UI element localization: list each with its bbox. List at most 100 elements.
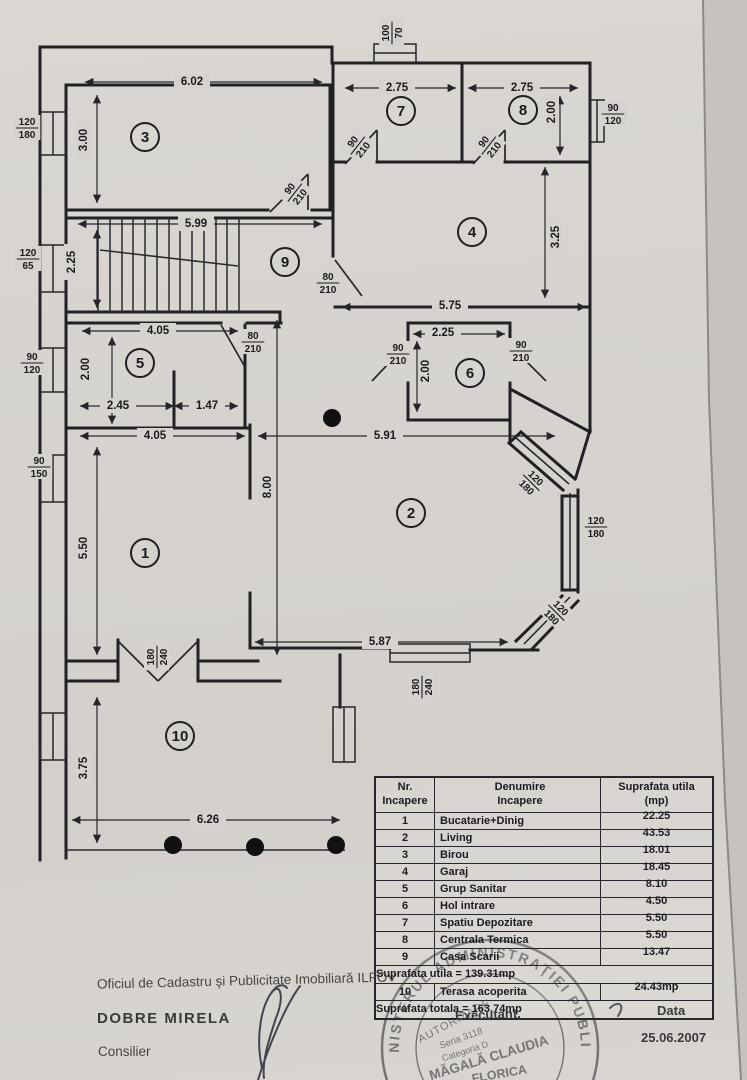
dimension-label: 3.25	[548, 219, 563, 255]
svg-text:3.00: 3.00	[78, 129, 90, 151]
executant-label: Executant,	[454, 1005, 521, 1024]
svg-text:180: 180	[588, 529, 605, 540]
cell-nr: 3	[376, 847, 435, 863]
svg-text:4.05: 4.05	[144, 430, 167, 442]
cell-nr: 7	[376, 915, 435, 931]
svg-text:120: 120	[19, 117, 36, 128]
svg-text:1.47: 1.47	[196, 400, 218, 412]
cell-suprafata: 4.50	[645, 895, 668, 907]
svg-text:90: 90	[515, 340, 527, 351]
dimension-label: 6.26	[190, 812, 226, 827]
svg-text:3.75: 3.75	[78, 756, 90, 779]
svg-text:90: 90	[33, 456, 45, 467]
svg-text:4.05: 4.05	[147, 325, 170, 337]
room-number: 7	[386, 96, 416, 126]
svg-text:6: 6	[466, 365, 474, 382]
dimension-label: 2.25	[425, 325, 461, 340]
cell-nr: 2	[376, 830, 435, 846]
windows	[39, 43, 605, 763]
official-role: Consilier	[98, 1044, 151, 1059]
svg-text:2.75: 2.75	[511, 82, 534, 94]
cell-nr: 6	[376, 898, 435, 914]
cell-denumire: Grup Sanitar	[435, 881, 601, 897]
cell-denumire: Garaj	[435, 864, 601, 880]
svg-text:3: 3	[141, 129, 149, 146]
svg-text:2.45: 2.45	[107, 400, 130, 412]
svg-text:8: 8	[519, 102, 527, 119]
walls	[38, 45, 593, 862]
dimension-label: 2.00	[418, 353, 433, 389]
dimension-label: 6.02	[174, 74, 210, 89]
svg-text:5.91: 5.91	[374, 430, 397, 442]
svg-text:180: 180	[19, 130, 36, 141]
cell-denumire: Hol intrare	[435, 898, 601, 914]
cell-suprafata: 8.10	[645, 878, 668, 890]
dimension-label: 4.05	[137, 428, 173, 443]
cell-nr: 4	[376, 864, 435, 880]
svg-text:120: 120	[605, 116, 622, 127]
svg-text:3.25: 3.25	[550, 225, 562, 248]
svg-text:6.02: 6.02	[181, 76, 203, 88]
cell-nr: 8	[376, 932, 435, 948]
total-row: Suprafata totala = 163.74mp	[376, 1000, 712, 1018]
dimension-label: 2.75	[379, 80, 415, 95]
cell-suprafata: 24.43mp	[634, 981, 679, 993]
svg-text:70: 70	[394, 27, 405, 39]
svg-text:90: 90	[392, 343, 404, 354]
dimension-label: 3.00	[76, 122, 91, 158]
cell-suprafata: 5.50	[645, 912, 668, 924]
cell-denumire: Terasa acoperita	[435, 984, 601, 1000]
signature	[257, 984, 623, 1080]
cell-suprafata: 13.47	[642, 946, 671, 958]
dimension-label: 5.50	[76, 530, 91, 566]
svg-text:4: 4	[468, 224, 477, 241]
svg-text:6.26: 6.26	[197, 814, 219, 826]
cell-nr: 5	[376, 881, 435, 897]
cell-suprafata: 5.50	[645, 929, 668, 941]
svg-text:5.50: 5.50	[78, 537, 90, 559]
room-number: 4	[457, 217, 487, 247]
svg-text:5.99: 5.99	[185, 218, 207, 230]
svg-text:9: 9	[281, 254, 289, 271]
cell-suprafata: 18.45	[642, 861, 671, 873]
header-suprafata: Suprafata utila(mp)	[618, 781, 695, 807]
svg-text:2.25: 2.25	[66, 250, 78, 273]
date-value: 25.06.2007	[641, 1030, 707, 1045]
date-label: Data	[657, 1003, 686, 1018]
cell-suprafata: 43.53	[642, 827, 671, 839]
svg-text:180: 180	[146, 648, 157, 665]
room-number: 5	[125, 348, 155, 378]
svg-text:2.00: 2.00	[546, 101, 558, 123]
svg-text:120: 120	[20, 248, 37, 259]
dimension-label: 8.00	[260, 469, 275, 505]
room-number: 1	[130, 538, 160, 568]
svg-text:2.25: 2.25	[432, 327, 455, 339]
dimension-label: 2.00	[78, 351, 93, 387]
cell-nr: 10	[376, 984, 435, 1000]
room-number: 9	[270, 247, 300, 277]
cell-suprafata: 18.01	[642, 844, 671, 856]
svg-text:5: 5	[136, 355, 144, 372]
dimension-label: 5.87	[362, 634, 398, 649]
cell-denumire: Centrala Termica	[435, 932, 601, 948]
